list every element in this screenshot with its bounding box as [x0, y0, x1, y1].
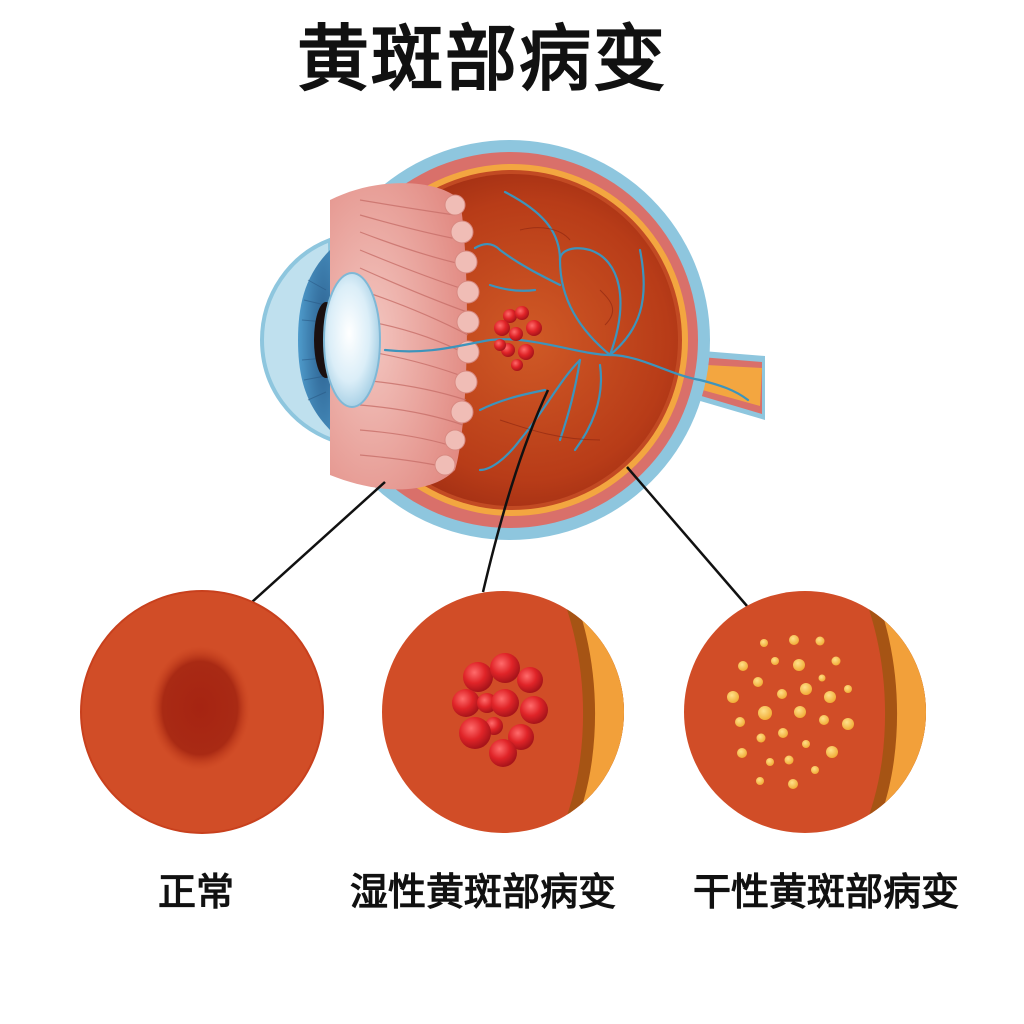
wet-lesion-cluster — [452, 653, 548, 767]
retinal-blood-vessels — [383, 190, 750, 472]
panel-normal — [80, 590, 324, 834]
panel-dry — [684, 591, 926, 833]
page-title: 黄斑部病变 — [296, 17, 667, 101]
macula-normal — [150, 646, 250, 770]
drusen-deposits — [727, 635, 854, 789]
leader-line-dry — [626, 466, 748, 607]
leader-line-wet — [481, 389, 550, 593]
macular-lesion — [494, 306, 542, 371]
eye-cross-section — [259, 140, 765, 540]
leader-lines — [251, 389, 748, 607]
panel-label-dry: 干性黄斑部病变 — [693, 870, 960, 914]
lens — [323, 272, 381, 408]
panel-wet — [382, 591, 624, 833]
leader-line-normal — [251, 481, 386, 603]
ciliary-body — [330, 183, 467, 490]
panel-label-wet: 湿性黄斑部病变 — [350, 870, 617, 914]
panel-label-normal: 正常 — [158, 870, 235, 914]
